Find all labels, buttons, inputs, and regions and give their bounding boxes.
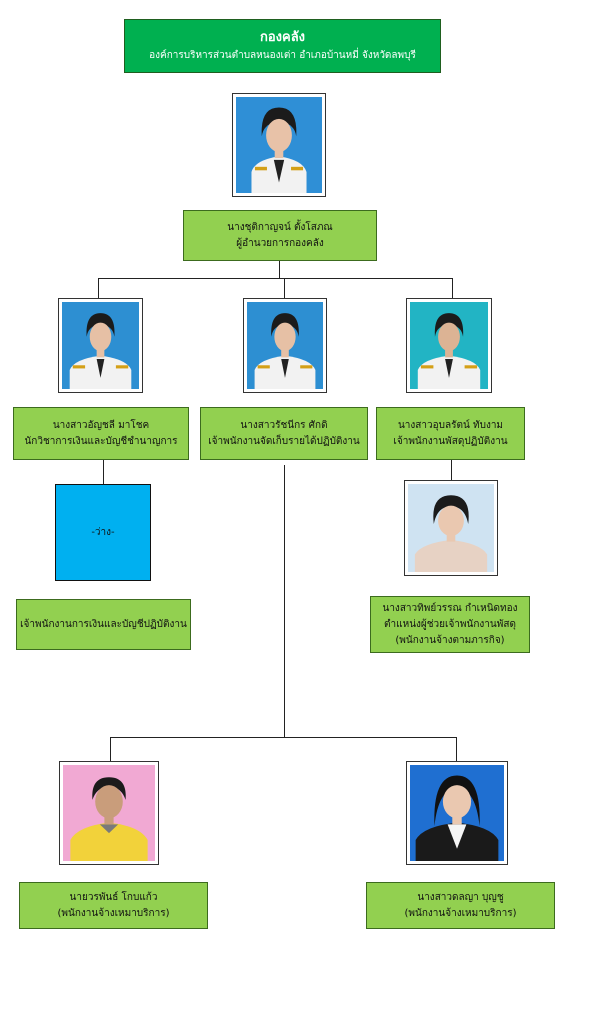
service-right-box: นางสาวดลญา บุญชู (พนักงานจ้างเหมาบริการ) [366,882,555,929]
vacant-position-title: เจ้าพนักงานการเงินและบัญชีปฏิบัติงาน [20,618,187,630]
connector-mid-drop [284,278,285,298]
connector-top-vertical [279,261,280,279]
connector-right-to-assistant [451,460,452,480]
vacant-label: -ว่าง- [91,527,115,538]
staff-left-box: นางสาวอัญชลี มาโชค นักวิชาการเงินและบัญช… [13,407,189,460]
assistant-box: นางสาวทิพย์วรรณ กำเหนิดทอง ตำแหน่งผู้ช่ว… [370,596,530,653]
connector-bottom-right-drop [456,737,457,761]
connector-mid-long [284,465,285,737]
service-right-name: นางสาวดลญา บุญชู [417,891,504,903]
assistant-position: ตำแหน่งผู้ช่วยเจ้าพนักงานพัสดุ [384,618,516,630]
service-right-photo [406,761,508,865]
staff-middle-position: เจ้าพนักงานจัดเก็บรายได้ปฏิบัติงาน [208,435,360,447]
staff-middle-photo [243,298,327,393]
director-name: นางชุติกาญจน์ ตั้งโสภณ [227,221,333,233]
service-left-name: นายวรพันธ์ โกบแก้ว [69,891,158,903]
department-title: กองคลัง [259,30,306,45]
staff-left-photo [58,298,143,393]
service-left-photo [59,761,159,865]
connector-bottom-horizontal [110,737,457,738]
staff-right-position: เจ้าพนักงานพัสดุปฏิบัติงาน [393,435,508,447]
director-photo [232,93,326,197]
connector-bottom-left-drop [110,737,111,761]
staff-right-photo [406,298,492,393]
connector-left-drop [98,278,99,298]
vacant-position-placeholder: -ว่าง- [55,484,151,581]
assistant-name: นางสาวทิพย์วรรณ กำเหนิดทอง [382,602,518,614]
staff-middle-name: นางสาวรัชนีกร ศักดิ [240,419,328,431]
connector-right-drop [452,278,453,298]
connector-left-to-vacant [103,459,104,484]
staff-right-box: นางสาวอุบลรัตน์ ทับงาม เจ้าพนักงานพัสดุป… [376,407,525,460]
staff-left-position: นักวิชาการเงินและบัญชีชำนาญการ [24,435,178,447]
director-box: นางชุติกาญจน์ ตั้งโสภณ ผู้อำนวยการกองคลั… [183,210,377,261]
department-header: กองคลัง องค์การบริหารส่วนตำบลหนองเต่า อำ… [124,19,441,73]
assistant-photo [404,480,498,576]
connector-top-horizontal [98,278,453,279]
service-left-box: นายวรพันธ์ โกบแก้ว (พนักงานจ้างเหมาบริกา… [19,882,208,929]
staff-middle-box: นางสาวรัชนีกร ศักดิ เจ้าพนักงานจัดเก็บรา… [200,407,368,460]
assistant-type: (พนักงานจ้างตามภารกิจ) [395,634,505,646]
department-subtitle: องค์การบริหารส่วนตำบลหนองเต่า อำเภอบ้านห… [149,50,416,61]
service-right-type: (พนักงานจ้างเหมาบริการ) [404,907,517,919]
vacant-position-box: เจ้าพนักงานการเงินและบัญชีปฏิบัติงาน [16,599,191,650]
director-position: ผู้อำนวยการกองคลัง [236,237,324,249]
staff-left-name: นางสาวอัญชลี มาโชค [52,419,150,431]
service-left-type: (พนักงานจ้างเหมาบริการ) [57,907,170,919]
staff-right-name: นางสาวอุบลรัตน์ ทับงาม [397,419,504,431]
